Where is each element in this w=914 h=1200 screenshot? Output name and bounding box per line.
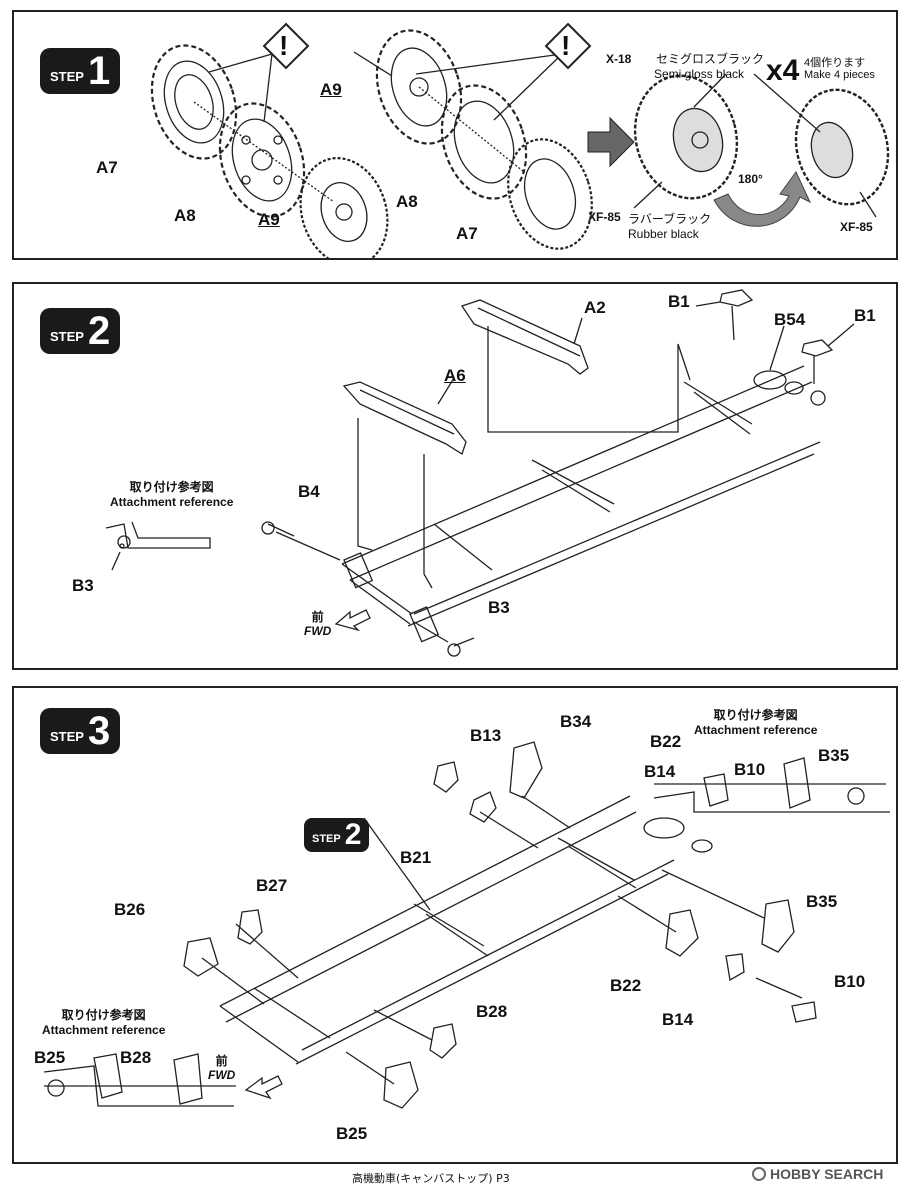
part-label: A9 bbox=[320, 80, 342, 99]
paint-name-jp: セミグロスブラック bbox=[656, 52, 765, 66]
part-label: A8 bbox=[174, 206, 196, 225]
warning-mark: ! bbox=[279, 30, 289, 61]
step3-panel: STEP 3 STEP 2 B13 B34 B21 B22 B14 B10 B3… bbox=[12, 686, 898, 1164]
part-label: A7 bbox=[96, 158, 118, 177]
step-reference-badge: STEP 2 bbox=[304, 818, 370, 852]
rotate-180-icon bbox=[713, 171, 812, 227]
paint-name-jp: ラバーブラック bbox=[628, 212, 712, 226]
paint-name-en: Rubber black bbox=[628, 227, 699, 241]
attachment-reference-caption: 取り付け参考図 Attachment reference bbox=[42, 1008, 166, 1037]
rotation-label: 180° bbox=[738, 172, 763, 186]
quantity-note-en: Make 4 pieces bbox=[804, 69, 875, 81]
step-badge: STEP 3 bbox=[40, 708, 121, 754]
part-label: B1 bbox=[668, 292, 690, 311]
forward-arrow-icon bbox=[244, 1075, 283, 1100]
paint-code: X-18 bbox=[606, 52, 632, 66]
part-label: B35 bbox=[806, 892, 838, 911]
part-label: B27 bbox=[256, 876, 288, 895]
part-label: A6 bbox=[444, 366, 466, 385]
paint-name-en: Semi gloss black bbox=[654, 67, 745, 81]
step2-panel: STEP 2 A2 A6 B1 B54 B1 B4 B3 B3 取り付け参考図 … bbox=[12, 282, 898, 670]
quantity-note-jp: 4個作ります bbox=[804, 57, 866, 69]
part-label: A7 bbox=[456, 224, 478, 243]
part-label: B54 bbox=[774, 310, 806, 329]
part-label: B22 bbox=[650, 732, 682, 751]
part-label: B14 bbox=[644, 762, 676, 781]
part-label: B21 bbox=[400, 848, 432, 867]
watermark: HOBBY SEARCH bbox=[752, 1166, 883, 1182]
quantity-multiplier: x4 bbox=[766, 54, 800, 87]
step1-illustration bbox=[150, 22, 890, 258]
part-label: A2 bbox=[584, 298, 606, 317]
warning-mark: ! bbox=[561, 30, 571, 61]
forward-indicator: 前 FWD bbox=[304, 610, 332, 638]
part-label: B28 bbox=[476, 1002, 508, 1021]
attachment-reference-caption: 取り付け参考図 Attachment reference bbox=[110, 480, 234, 509]
part-label: B35 bbox=[818, 746, 850, 765]
watermark-logo-icon bbox=[752, 1167, 766, 1181]
forward-arrow-icon bbox=[334, 609, 371, 632]
warning-icon bbox=[262, 22, 310, 70]
part-label: B4 bbox=[298, 482, 320, 501]
step-badge: STEP 2 bbox=[40, 308, 121, 354]
step2-illustration bbox=[105, 289, 855, 657]
step1-panel: STEP 1 ! ! A7 A8 A9 A9 A8 A7 X-18 セミグロスブ… bbox=[12, 10, 898, 260]
part-label: B10 bbox=[834, 972, 866, 991]
paint-code: XF-85 bbox=[588, 210, 621, 224]
part-label: B34 bbox=[560, 712, 592, 731]
part-label: B14 bbox=[662, 1010, 694, 1029]
warning-icon bbox=[544, 22, 592, 70]
step-badge: STEP 1 bbox=[40, 48, 121, 94]
part-label: B22 bbox=[610, 976, 642, 995]
next-arrow-icon bbox=[587, 116, 635, 168]
paint-code: XF-85 bbox=[840, 220, 873, 234]
page-footer: 高機動車(キャンバストップ) P3 bbox=[352, 1172, 510, 1185]
part-label: B3 bbox=[488, 598, 510, 617]
part-label: A8 bbox=[396, 192, 418, 211]
part-label: A9 bbox=[258, 210, 280, 229]
part-label: B13 bbox=[470, 726, 502, 745]
part-label: B25 bbox=[34, 1048, 66, 1067]
part-label: B1 bbox=[854, 306, 876, 325]
forward-indicator: 前 FWD bbox=[208, 1054, 236, 1082]
part-label: B28 bbox=[120, 1048, 152, 1067]
part-label: B3 bbox=[72, 576, 94, 595]
part-label: B25 bbox=[336, 1124, 368, 1143]
part-label: B26 bbox=[114, 900, 146, 919]
attachment-reference-caption: 取り付け参考図 Attachment reference bbox=[694, 708, 818, 737]
step3-illustration bbox=[43, 741, 890, 1109]
part-label: B10 bbox=[734, 760, 766, 779]
